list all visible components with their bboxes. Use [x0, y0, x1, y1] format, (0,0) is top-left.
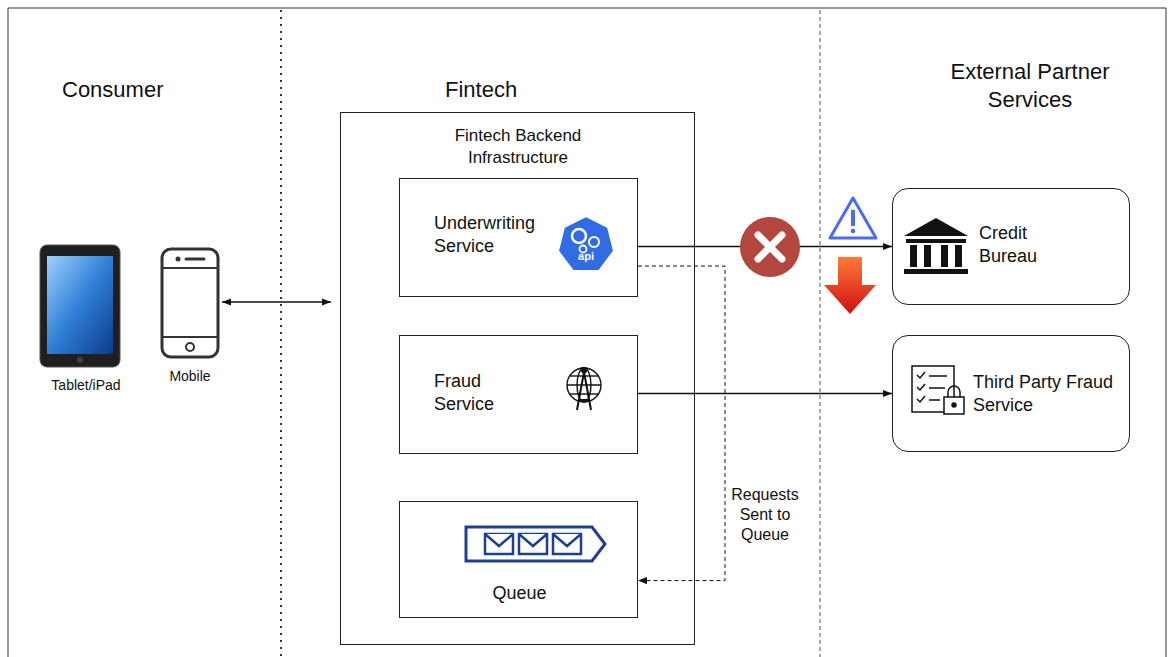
connector — [638, 266, 725, 581]
service-box: Fintech Backend InfrastructureUnderwriti… — [340, 112, 695, 645]
caption-label: External Partner Services — [930, 58, 1130, 113]
tablet-icon — [40, 245, 120, 367]
connector — [638, 393, 892, 394]
service-box: Third Party Fraud Service — [892, 335, 1130, 452]
bank-icon — [904, 218, 968, 274]
caption-label: Consumer — [62, 76, 192, 104]
caption-label: Tablet/iPad — [36, 377, 136, 395]
error-icon — [740, 217, 800, 277]
column-separator — [820, 10, 821, 657]
node-text: Credit Bureau — [979, 222, 1069, 269]
globe-icon — [567, 368, 601, 411]
caption-label: Fintech — [445, 76, 555, 104]
node-text: Fraud Service — [434, 370, 524, 417]
consumer-link — [222, 301, 331, 303]
checklist-lock-icon — [912, 366, 964, 414]
service-box: Fraud Service — [399, 335, 638, 454]
caption-label: api — [568, 250, 604, 264]
column-separator — [280, 10, 282, 657]
service-box: Queue — [399, 501, 638, 618]
node-text: Underwriting Service — [434, 212, 559, 259]
service-box: Credit Bureau — [892, 188, 1130, 305]
service-box: Underwriting Service — [399, 178, 638, 297]
node-text: Third Party Fraud Service — [973, 371, 1118, 418]
edge-label: Requests Sent to Queue — [729, 485, 801, 545]
phone-icon — [162, 249, 218, 357]
node-text: Queue — [400, 582, 639, 605]
queue-icon — [466, 527, 605, 561]
api-icon — [558, 216, 614, 271]
caption-label: Mobile — [152, 368, 228, 386]
degraded-arrow — [824, 257, 876, 314]
warning-icon — [830, 198, 876, 238]
page-frame — [8, 8, 1166, 657]
node-text: Fintech Backend Infrastructure — [418, 125, 618, 169]
